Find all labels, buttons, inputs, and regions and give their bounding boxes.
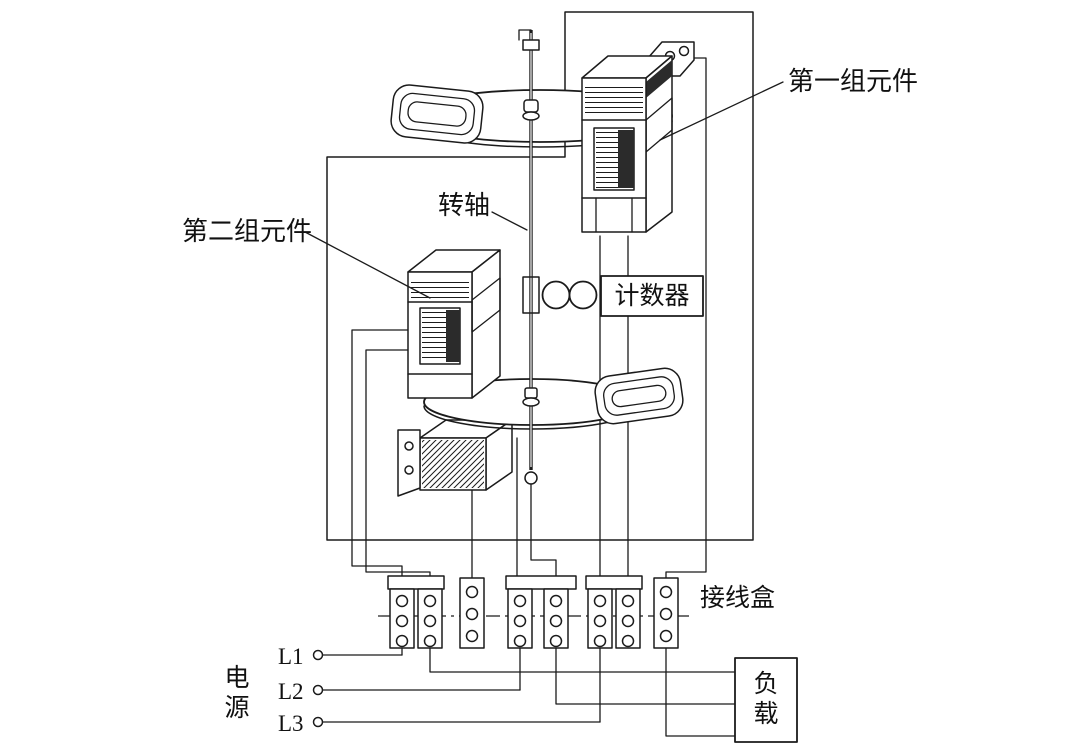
stub-load-3 (665, 647, 736, 737)
shaft (518, 29, 540, 485)
coil-winding (411, 278, 469, 298)
brake-contour (603, 376, 675, 416)
first-element-label: 第一组元件 (788, 67, 918, 96)
wire-element2-a (351, 329, 409, 591)
terminal-screw (395, 634, 409, 648)
terminal-screw (593, 634, 607, 648)
worm-gear (522, 276, 540, 314)
stub-load-1 (429, 647, 736, 673)
wire-element1-c (665, 57, 707, 579)
leader-second-element (304, 231, 431, 299)
brake-contour (407, 101, 467, 127)
load-outline (734, 657, 798, 743)
gear-wheel (568, 280, 598, 310)
upper-hub (522, 111, 540, 121)
terminal-screw (465, 629, 479, 643)
brake-contour (611, 384, 667, 408)
terminal-box-label: 接线盒 (700, 584, 775, 612)
top-hanger (518, 29, 532, 41)
core-side-face (471, 249, 501, 399)
brake-contour (398, 92, 476, 136)
magnet-bracket (397, 429, 421, 497)
shaft-label: 转轴 (438, 191, 490, 220)
terminal-screw (593, 614, 607, 628)
phase-l1-label: L1 (278, 644, 304, 669)
terminal-screw (513, 594, 527, 608)
bottom-pivot (524, 471, 538, 485)
terminal-block (378, 575, 694, 649)
terminal-group-f (653, 577, 679, 649)
terminal-screw (621, 614, 635, 628)
magnet-laminations (422, 440, 484, 488)
terminal-screw (423, 594, 437, 608)
counter-label: 计数器 (614, 282, 689, 310)
bracket-hole (404, 465, 414, 475)
core-legs (595, 197, 633, 233)
terminal-screw (549, 634, 563, 648)
terminal-group-a (387, 575, 445, 649)
load-box: 负载 (734, 657, 798, 743)
terminal-screw (513, 614, 527, 628)
phase-l3-label: L3 (278, 711, 304, 736)
lower-brake-magnet (594, 367, 684, 425)
source-terminal-l3 (312, 716, 324, 728)
bracket-hole (404, 441, 414, 451)
terminal-screw (395, 594, 409, 608)
second-element-unit (407, 249, 501, 399)
side-laminations (471, 277, 501, 333)
stub-load-2 (555, 647, 736, 705)
top-pivot (522, 39, 540, 51)
terminal-screw (549, 614, 563, 628)
brake-outer (390, 84, 484, 144)
wiring (312, 57, 736, 737)
power-source-label: 电源 (224, 664, 249, 722)
lower-element-magnet (397, 419, 513, 497)
terminal-screw (465, 585, 479, 599)
terminal-screw (621, 594, 635, 608)
counter-box (600, 275, 704, 317)
source-terminal-l2 (312, 684, 324, 696)
terminal-screw (593, 594, 607, 608)
terminal-screw (659, 585, 673, 599)
lower-hub (522, 397, 540, 407)
terminal-screw (621, 634, 635, 648)
terminal-screw (465, 607, 479, 621)
terminal-bridge (585, 575, 643, 590)
leader-shaft (491, 211, 528, 231)
terminal-bridge (387, 575, 445, 590)
window-shade (446, 310, 460, 362)
second-element-label: 第二组元件 (182, 217, 312, 246)
coil-winding (585, 84, 643, 116)
brake-outer (594, 367, 684, 425)
window-shade (618, 130, 634, 188)
terminal-group-b (459, 577, 485, 649)
leader-first-element (659, 81, 784, 141)
first-element-unit (581, 41, 695, 233)
lower-collar (524, 387, 538, 399)
counter-drive: 计数器 (522, 275, 704, 317)
terminal-screw (659, 607, 673, 621)
annotations: 第一组元件 第二组元件 转轴 接线盒 电源 L1 L2 L3 (182, 67, 918, 736)
terminal-screw (423, 634, 437, 648)
upper-brake-magnet (390, 84, 484, 144)
terminal-screw (395, 614, 409, 628)
terminal-screw (513, 634, 527, 648)
terminal-bridge (505, 575, 577, 590)
gear-wheel (541, 280, 571, 310)
terminal-screw (659, 629, 673, 643)
terminal-screw (549, 594, 563, 608)
side-shade (646, 60, 672, 98)
load-label: 负载 (753, 670, 778, 728)
phase-l2-label: L2 (278, 679, 304, 704)
bracket-hole (678, 45, 690, 57)
wire-shaft-right (530, 479, 557, 591)
source-terminal-l1 (312, 649, 324, 661)
terminal-screw (423, 614, 437, 628)
terminal-group-cd (505, 575, 577, 649)
terminal-group-e (585, 575, 643, 649)
upper-collar (523, 99, 539, 113)
meter-case-outline (326, 11, 754, 541)
